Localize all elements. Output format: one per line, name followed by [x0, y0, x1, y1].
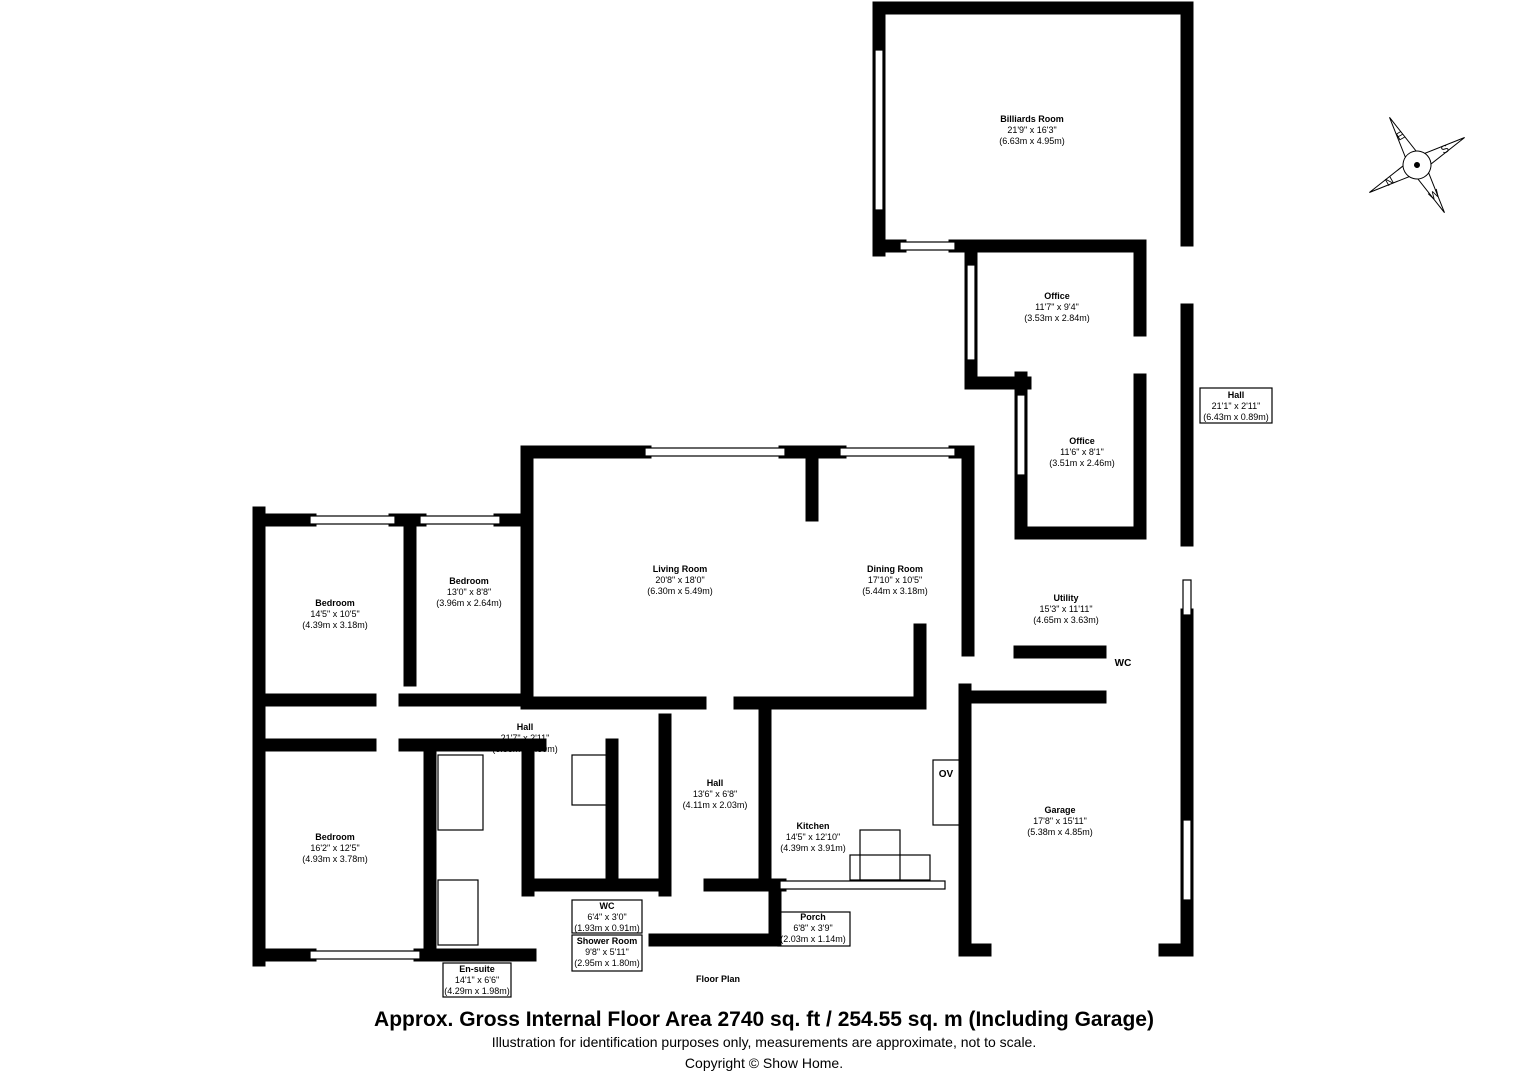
room-metric: (5.44m x 3.18m)	[862, 586, 928, 596]
room-imperial: 14'5" x 12'10"	[786, 832, 840, 842]
room-metric: (6.58m x 0.89m)	[492, 744, 558, 754]
room-imperial: 9'8" x 5'11"	[585, 947, 629, 957]
room-metric: (4.39m x 3.91m)	[780, 843, 846, 853]
room-metric: (4.93m x 3.78m)	[302, 854, 368, 864]
room-metric: (6.63m x 4.95m)	[999, 136, 1065, 146]
room-imperial: 6'8" x 3'9"	[793, 923, 832, 933]
compass: E W N S	[1369, 117, 1465, 213]
windows	[309, 49, 1192, 960]
room-metric: (4.65m x 3.63m)	[1033, 615, 1099, 625]
room-name: Billiards Room	[1000, 114, 1064, 124]
room-imperial: 6'4" x 3'0"	[587, 912, 626, 922]
room-metric: (3.51m x 2.46m)	[1049, 458, 1115, 468]
room-imperial: 11'7" x 9'4"	[1035, 302, 1079, 312]
room-metric: (4.11m x 2.03m)	[683, 800, 748, 810]
room-name: Bedroom	[315, 832, 355, 842]
room-name: Living Room	[653, 564, 708, 574]
room-name: WC	[600, 901, 615, 911]
room-name: Bedroom	[315, 598, 355, 608]
room-name: Hall	[707, 778, 724, 788]
room-imperial: 13'6" x 6'8"	[693, 789, 737, 799]
room-imperial: 21'9" x 16'3"	[1007, 125, 1056, 135]
room-name: Office	[1044, 291, 1070, 301]
room-metric: (6.43m x 0.89m)	[1203, 412, 1269, 422]
room-metric: (6.30m x 5.49m)	[647, 586, 713, 596]
room-metric: (1.93m x 0.91m)	[574, 923, 640, 933]
gross-area: Approx. Gross Internal Floor Area 2740 s…	[374, 1008, 1154, 1031]
room-imperial: 20'8" x 18'0"	[655, 575, 704, 585]
room-imperial: 14'1" x 6'6"	[455, 975, 499, 985]
room-label-wc: WC6'4" x 3'0"(1.93m x 0.91m)	[574, 901, 640, 933]
room-name: Garage	[1044, 805, 1075, 815]
room-name: Bedroom	[449, 576, 489, 586]
room-metric: (4.29m x 1.98m)	[444, 986, 510, 996]
room-imperial: 17'10" x 10'5"	[868, 575, 922, 585]
room-metric: (2.95m x 1.80m)	[574, 958, 640, 968]
oven-label: OV	[939, 769, 954, 780]
room-name: En-suite	[459, 964, 495, 974]
room-name: Hall	[1228, 390, 1245, 400]
disclaimer: Illustration for identification purposes…	[491, 1034, 1037, 1050]
room-imperial: 11'6" x 8'1"	[1060, 447, 1104, 457]
room-name: Dining Room	[867, 564, 923, 574]
room-imperial: 14'5" x 10'5"	[310, 609, 359, 619]
room-metric: (4.39m x 3.18m)	[302, 620, 368, 630]
room-imperial: 21'7" x 2'11"	[501, 733, 550, 743]
room-name: Office	[1069, 436, 1095, 446]
fixtures: OV WC	[437, 658, 1132, 946]
room-name: Porch	[800, 912, 826, 922]
room-metric: (5.38m x 4.85m)	[1027, 827, 1093, 837]
room-imperial: 13'0" x 8'8"	[447, 587, 491, 597]
room-metric: (2.03m x 1.14m)	[780, 934, 846, 944]
plan-title: Floor Plan	[696, 974, 740, 984]
room-imperial: 15'3" x 11'11"	[1039, 604, 1092, 614]
copyright: Copyright © Show Home.	[684, 1055, 844, 1071]
room-name: Kitchen	[796, 821, 829, 831]
room-name: Utility	[1053, 593, 1078, 603]
wc-small-label: WC	[1115, 658, 1132, 669]
room-metric: (3.53m x 2.84m)	[1024, 313, 1090, 323]
room-imperial: 16'2" x 12'5"	[310, 843, 359, 853]
room-metric: (3.96m x 2.64m)	[436, 598, 502, 608]
room-imperial: 21'1" x 2'11"	[1212, 401, 1261, 411]
room-imperial: 17'8" x 15'11"	[1033, 816, 1087, 826]
room-name: Hall	[517, 722, 534, 732]
room-name: Shower Room	[577, 936, 638, 946]
